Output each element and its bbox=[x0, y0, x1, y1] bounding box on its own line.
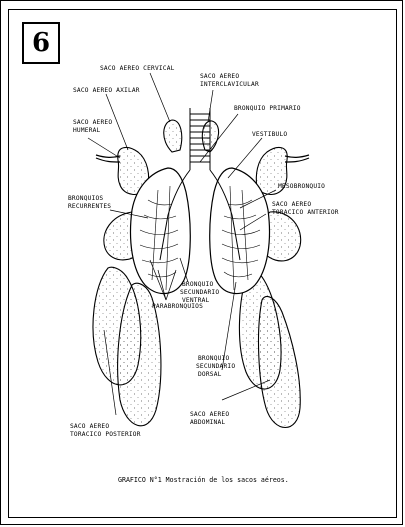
label-saco-humeral-1: SACO AEREO bbox=[73, 119, 112, 126]
label-saco-humeral-2: HUMERAL bbox=[73, 127, 101, 134]
label-saco-interclavicular-1: SACO AEREO bbox=[200, 73, 239, 80]
label-bronquio-ventral-2: SECUNDARIO bbox=[180, 289, 219, 296]
label-saco-toracico-anterior-2: TORACICO ANTERIOR bbox=[272, 209, 339, 216]
label-bronquio-primario: BRONQUIO PRIMARIO bbox=[234, 105, 301, 112]
label-saco-abdominal-1: SACO AEREO bbox=[190, 411, 229, 418]
label-bronquios-recurrentes-2: RECURRENTES bbox=[68, 203, 111, 210]
label-saco-interclavicular-2: INTERCLAVICULAR bbox=[200, 81, 259, 88]
label-vestibulo: VESTIBULO bbox=[252, 131, 287, 138]
label-bronquio-ventral-1: BRONQUIO bbox=[182, 281, 213, 288]
abdominal-sac-right bbox=[259, 296, 301, 427]
label-saco-toracico-posterior-2: TORACICO POSTERIOR bbox=[70, 431, 141, 438]
label-saco-toracico-posterior-1: SACO AEREO bbox=[70, 423, 109, 430]
label-bronquios-recurrentes-1: BRONQUIOS bbox=[68, 195, 103, 202]
figure-caption: GRAFICO N°1 Mostración de los sacos aére… bbox=[118, 476, 289, 484]
label-saco-axilar: SACO AEREO AXILAR bbox=[73, 87, 140, 94]
lungs bbox=[131, 168, 270, 294]
label-mesobronquio: MESOBRONQUIO bbox=[278, 183, 325, 190]
label-bronquio-dorsal-3: DORSAL bbox=[198, 371, 222, 378]
air-sacs bbox=[93, 120, 301, 428]
label-parabronquios: PARABRONQUIOS bbox=[152, 303, 203, 310]
label-saco-abdominal-2: ABDOMINAL bbox=[190, 419, 225, 426]
label-bronquio-dorsal-1: BRONQUIO bbox=[198, 355, 229, 362]
label-bronquio-dorsal-2: SECUNDARIO bbox=[196, 363, 235, 370]
label-saco-toracico-anterior-1: SACO AEREO bbox=[272, 201, 311, 208]
cervical-sac-left bbox=[164, 120, 182, 152]
label-saco-cervical: SACO AEREO CERVICAL bbox=[100, 65, 175, 72]
